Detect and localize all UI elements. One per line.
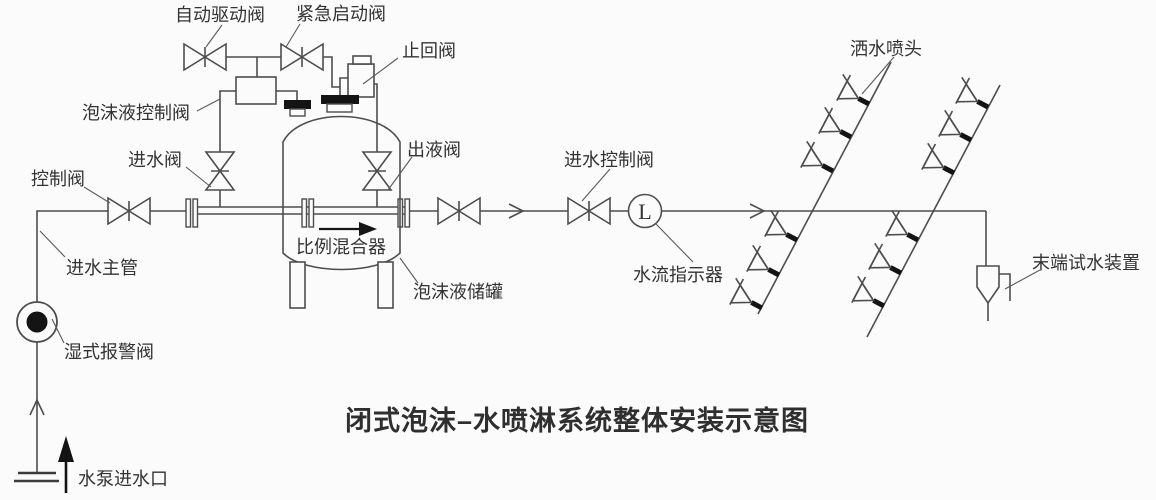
- label-pump-water-inlet: 水泵进水口: [78, 469, 168, 489]
- liquid-outlet-valve-icon: [362, 151, 392, 191]
- label-wet-alarm-valve: 湿式报警阀: [64, 342, 154, 362]
- auto-drive-valve-icon: [183, 43, 227, 71]
- foam-valve-right-pipe: [276, 90, 298, 101]
- sprinkler-head-icon: [863, 241, 909, 284]
- sprinkler-head-icon: [916, 141, 962, 184]
- sprinkler-head-icon: [880, 208, 926, 251]
- sprinkler-head-icon: [813, 105, 859, 148]
- flow-indicator-letter: L: [638, 199, 651, 224]
- foam-valve-left-pipe: [219, 90, 236, 152]
- mixer-flow-arrow-icon: [319, 222, 377, 236]
- control-valve-icon: [107, 197, 151, 225]
- flow-direction-up-arrow: [29, 398, 45, 416]
- tank-nozzle-flange: [284, 100, 311, 109]
- tank-leg: [289, 261, 306, 309]
- flange: [301, 198, 315, 228]
- label-check-valve: 止回阀: [402, 41, 456, 61]
- label-liquid-outlet-valve: 出液阀: [407, 140, 461, 160]
- water-inlet-valve-icon: [205, 151, 235, 191]
- sprinkler-head-icon: [795, 139, 841, 182]
- label-water-flow-indicator: 水流指示器: [633, 265, 723, 285]
- sprinkler-head-icon: [831, 72, 877, 115]
- tank-leg: [377, 261, 394, 309]
- sprinkler-head-icon: [759, 208, 805, 251]
- labels: 自动驱动阀 紧急启动阀 止回阀 泡沫液控制阀 进水阀 控制阀 出液阀 进水控制阀…: [31, 4, 1140, 489]
- tank-outlet-line-valve-icon: [437, 197, 481, 225]
- label-water-inlet-valve: 进水阀: [128, 150, 182, 170]
- check-valve-outlet-pipe: [374, 83, 378, 152]
- label-water-inlet-main: 进水主管: [66, 258, 138, 278]
- water-inlet-control-valve-icon: [567, 197, 611, 225]
- check-valve-icon: [321, 55, 378, 152]
- label-water-inlet-control-valve: 进水控制阀: [564, 150, 654, 170]
- main-pipe: [408, 203, 986, 219]
- sprinkler-branch-pipe-2: [866, 84, 1001, 338]
- leader-lines: [39, 23, 1041, 344]
- label-sprinkler-heads: 洒水喷头: [850, 39, 922, 59]
- tank-nozzle: [326, 103, 353, 113]
- sprinkler-head-icon: [846, 274, 892, 317]
- end-test-device-icon: [976, 211, 1011, 321]
- label-foam-liquid-tank: 泡沫液储罐: [413, 282, 503, 302]
- label-proportioning-mixer: 比例混合器: [296, 237, 386, 257]
- diagram-title: 闭式泡沫–水喷淋系统整体安装示意图: [345, 405, 809, 436]
- sprinkler-head-icon: [724, 276, 770, 319]
- sprinkler-head-icon: [741, 243, 787, 286]
- wet-alarm-valve-icon: [16, 301, 58, 343]
- sprinkler-heads-group: [724, 72, 996, 319]
- foam-liquid-control-valve-icon: [235, 76, 277, 105]
- tank-nozzle: [289, 108, 306, 117]
- label-control-valve: 控制阀: [31, 169, 85, 189]
- tank-nozzle-flange: [321, 95, 359, 104]
- flow-direction-arrow: [508, 203, 525, 219]
- flow-direction-arrow: [749, 203, 766, 219]
- label-auto-drive-valve: 自动驱动阀: [175, 5, 265, 25]
- pump-inlet-arrow-icon: [58, 436, 74, 493]
- emergency-valve-outlet-pipe: [323, 56, 340, 88]
- emergency-start-valve-icon: [280, 43, 324, 71]
- sprinkler-head-icon: [950, 75, 996, 118]
- flange: [185, 198, 199, 228]
- sprinkler-head-icon: [933, 108, 979, 151]
- top-valve-assembly: [219, 56, 340, 207]
- foam-liquid-tank: [282, 115, 401, 309]
- label-emergency-start-valve: 紧急启动阀: [296, 4, 386, 24]
- label-foam-liquid-control-valve: 泡沫液控制阀: [82, 103, 190, 123]
- ground-symbol: [14, 471, 59, 483]
- water-flow-indicator-icon: L: [627, 193, 663, 229]
- label-end-test-device: 末端试水装置: [1032, 253, 1140, 273]
